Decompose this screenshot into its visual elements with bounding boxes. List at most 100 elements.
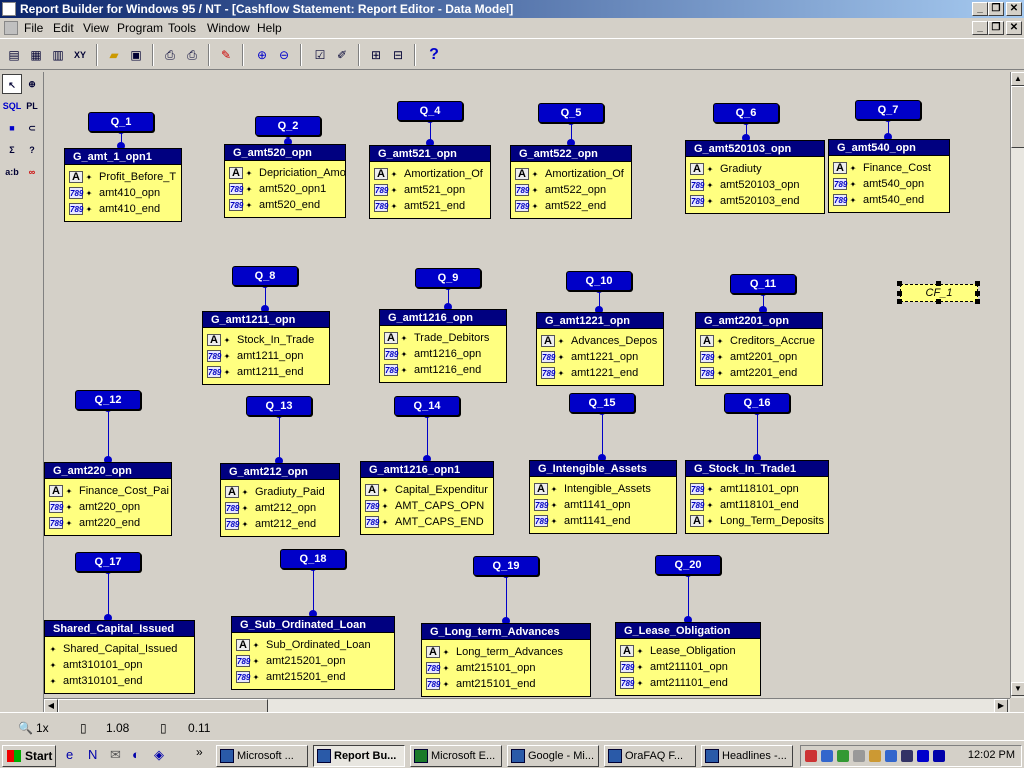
- column-item[interactable]: 789✦amt522_opn: [511, 182, 631, 198]
- select-tool-icon[interactable]: ↖: [2, 74, 22, 94]
- placeholder-tool-icon[interactable]: a:b: [5, 167, 19, 177]
- sql-query-tool-icon[interactable]: SQL: [2, 101, 22, 111]
- column-item[interactable]: 789✦amt215201_opn: [232, 653, 394, 669]
- column-item[interactable]: 789✦amt215101_end: [422, 676, 590, 692]
- column-item[interactable]: A✦Finance_Cost: [829, 160, 949, 176]
- express-tool-icon[interactable]: ■: [9, 123, 15, 133]
- group-header[interactable]: G_amt_1_opn1: [65, 149, 181, 165]
- menu-window[interactable]: Window: [207, 21, 250, 35]
- column-item[interactable]: 789✦amt215101_opn: [422, 660, 590, 676]
- column-item[interactable]: 789✦amt520103_opn: [686, 177, 824, 193]
- open-folder-icon[interactable]: ▰: [109, 48, 119, 62]
- column-item[interactable]: A✦Profit_Before_T: [65, 169, 181, 185]
- column-item[interactable]: 789✦amt118101_opn: [686, 481, 828, 497]
- column-item[interactable]: 789✦amt2201_end: [696, 365, 822, 381]
- expand-icon[interactable]: ⊞: [370, 48, 382, 62]
- menu-help[interactable]: Help: [257, 21, 282, 35]
- vertical-scroll-thumb[interactable]: [1011, 86, 1024, 148]
- scroll-left-arrow-icon[interactable]: ◀: [44, 699, 58, 713]
- column-item[interactable]: 789✦amt521_opn: [370, 182, 490, 198]
- task-orafaq[interactable]: OraFAQ F...: [604, 745, 696, 767]
- restore-button[interactable]: ❐: [988, 2, 1004, 16]
- horizontal-scrollbar[interactable]: ◀ ▶: [44, 698, 1010, 713]
- group-header[interactable]: Shared_Capital_Issued: [45, 621, 194, 637]
- column-item[interactable]: ✦amt310101_opn: [45, 657, 194, 673]
- column-item[interactable]: 789✦AMT_CAPS_OPN: [361, 498, 493, 514]
- task-report-builder[interactable]: Report Bu...: [313, 745, 405, 767]
- print-icon[interactable]: ⎙: [187, 48, 197, 62]
- task-microsoft-excel[interactable]: Microsoft E...: [410, 745, 502, 767]
- doc-minimize-button[interactable]: _: [972, 21, 988, 35]
- selection-handle[interactable]: [975, 291, 980, 296]
- column-item[interactable]: 789✦amt520_end: [225, 197, 345, 213]
- scroll-up-arrow-icon[interactable]: ▲: [1011, 72, 1024, 86]
- column-item[interactable]: A✦Amortization_Of: [511, 166, 631, 182]
- query-box[interactable]: Q_6: [713, 103, 779, 123]
- print-setup-icon[interactable]: ⎙: [165, 48, 175, 62]
- plsql-tool-icon[interactable]: PL: [26, 101, 38, 111]
- group-header[interactable]: G_amt1221_opn: [537, 313, 663, 329]
- group-header[interactable]: G_amt1216_opn1: [361, 462, 493, 478]
- task-google[interactable]: Google - Mi...: [507, 745, 599, 767]
- task-microsoft-1[interactable]: Microsoft ...: [216, 745, 308, 767]
- vertical-scrollbar[interactable]: ▲ ▼: [1010, 72, 1024, 698]
- column-item[interactable]: 789✦amt540_end: [829, 192, 949, 208]
- column-item[interactable]: 789✦amt215201_end: [232, 669, 394, 685]
- open-data-icon[interactable]: ▥: [52, 48, 64, 62]
- query-box[interactable]: Q_14: [394, 396, 460, 416]
- tray-media-icon[interactable]: [933, 750, 945, 762]
- query-box[interactable]: Q_17: [75, 552, 141, 572]
- query-box[interactable]: Q_8: [232, 266, 298, 286]
- column-item[interactable]: 789✦amt211101_end: [616, 675, 760, 691]
- column-item[interactable]: 789✦amt410_opn: [65, 185, 181, 201]
- tray-network-icon[interactable]: [885, 750, 897, 762]
- selection-handle[interactable]: [897, 291, 902, 296]
- query-box[interactable]: Q_7: [855, 100, 921, 120]
- column-item[interactable]: 789✦amt1221_opn: [537, 349, 663, 365]
- column-item[interactable]: A✦Long_Term_Deposits: [686, 513, 828, 529]
- column-item[interactable]: ✦Shared_Capital_Issued: [45, 641, 194, 657]
- column-item[interactable]: 789✦amt520_opn1: [225, 181, 345, 197]
- selection-handle[interactable]: [936, 281, 941, 286]
- document-icon[interactable]: [4, 21, 18, 35]
- tray-app-icon[interactable]: [853, 750, 865, 762]
- group-header[interactable]: G_amt1211_opn: [203, 312, 329, 328]
- column-item[interactable]: ✦amt310101_end: [45, 673, 194, 689]
- menu-edit[interactable]: Edit: [53, 21, 74, 35]
- column-item[interactable]: 789✦amt2201_opn: [696, 349, 822, 365]
- column-item[interactable]: 789✦amt1216_end: [380, 362, 506, 378]
- query-box[interactable]: Q_12: [75, 390, 141, 410]
- media-quicklaunch-icon[interactable]: ◐: [132, 747, 140, 762]
- more-quicklaunch-icon[interactable]: »: [196, 745, 203, 759]
- tray-app-icon[interactable]: [837, 750, 849, 762]
- menu-tools[interactable]: Tools: [168, 21, 197, 35]
- doc-close-button[interactable]: ✕: [1006, 21, 1022, 35]
- column-item[interactable]: 789✦amt220_opn: [45, 499, 171, 515]
- column-item[interactable]: 789✦amt1141_end: [530, 513, 676, 529]
- horizontal-scroll-thumb[interactable]: [58, 699, 268, 713]
- column-item[interactable]: A✦Gradiuty: [686, 161, 824, 177]
- selection-handle[interactable]: [897, 299, 902, 304]
- column-item[interactable]: A✦Stock_In_Trade: [203, 332, 329, 348]
- group-header[interactable]: G_amt521_opn: [370, 146, 490, 162]
- magnify-tool-icon[interactable]: ⊕: [28, 79, 36, 89]
- group-header[interactable]: G_amt522_opn: [511, 146, 631, 162]
- group-header[interactable]: G_amt212_opn: [221, 464, 339, 480]
- selection-handle[interactable]: [975, 299, 980, 304]
- column-item[interactable]: A✦Sub_Ordinated_Loan: [232, 637, 394, 653]
- group-header[interactable]: G_amt520103_opn: [686, 141, 824, 157]
- column-item[interactable]: 789✦amt220_end: [45, 515, 171, 531]
- query-box[interactable]: Q_18: [280, 549, 346, 569]
- tray-app-icon[interactable]: [821, 750, 833, 762]
- tray-app-icon[interactable]: [869, 750, 881, 762]
